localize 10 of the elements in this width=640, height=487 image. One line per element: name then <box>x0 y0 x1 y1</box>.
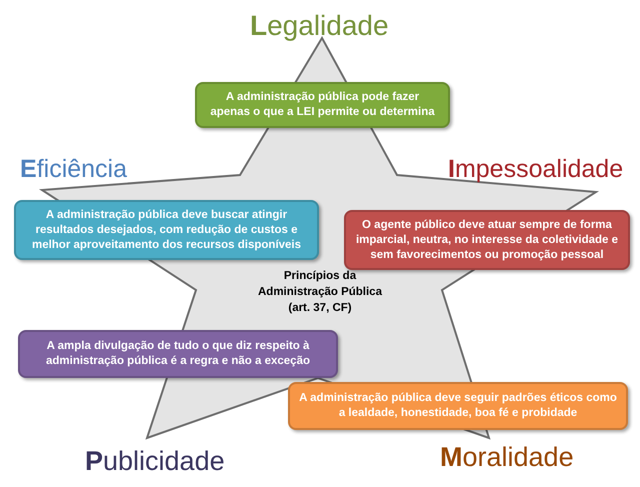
description-box: A administração pública deve seguir padrões éticos como a lealdade, honestidade, boa fé e probidade <box>288 382 628 430</box>
principle-heading: Moralidade <box>440 442 574 473</box>
principle-heading: Publicidade <box>85 446 225 477</box>
principle-heading: Eficiência <box>20 155 128 184</box>
center-title: Princípios da Administração Pública (art. 37, CF) <box>257 269 383 316</box>
description-box: A ampla divulgação de tudo o que diz respeito à administração pública é a regra e não a exceção <box>18 330 338 378</box>
principle-heading: Legalidade <box>250 10 389 42</box>
description-box: A administração pública deve buscar atingir resultados desejados, com redução de custos e melhor aproveitamento dos recursos disponíveis <box>14 200 319 260</box>
description-box: O agente público deve atuar sempre de forma imparcial, neutra, no interesse da coletividade e sem favorecimentos ou promoção pessoal <box>344 210 630 270</box>
principle-heading: Impessoalidade <box>448 155 624 184</box>
